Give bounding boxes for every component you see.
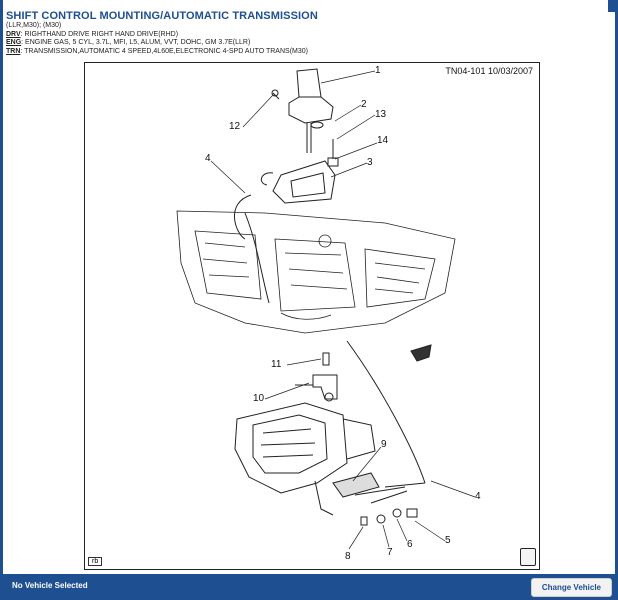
callout-1: 1 (375, 65, 381, 76)
spec-code: TRN (6, 47, 21, 55)
callout-5: 5 (445, 535, 451, 546)
shifter-base (234, 160, 336, 240)
callout-8: 8 (345, 551, 351, 562)
shift-cable-upper (244, 212, 270, 304)
spec-eng: ENG: ENGINE GAS, 5 CYL, 3.7L, MFI, L5, A… (6, 39, 612, 48)
callout-4-upper: 4 (205, 153, 211, 164)
spec-code: DRV (6, 30, 21, 38)
callout-14: 14 (377, 135, 389, 146)
transmission-case (234, 402, 376, 516)
small-fasteners (271, 89, 339, 167)
footer-bar: No Vehicle Selected Change Vehicle (0, 574, 618, 600)
front-arrow-icon (410, 344, 432, 362)
left-frame-edge (0, 0, 3, 600)
callout-2: 2 (361, 99, 367, 110)
callout-6: 6 (407, 539, 413, 550)
spec-text: : RIGHTHAND DRIVE RIGHT HAND DRIVE(RHD) (20, 30, 179, 38)
change-vehicle-button[interactable]: Change Vehicle (530, 578, 612, 597)
rb-badge: rb (88, 557, 103, 566)
option-codes: (LLR,M30); (M30) (6, 22, 62, 29)
callout-7: 7 (387, 547, 393, 558)
spec-trn: TRN: TRANSMISSION,AUTOMATIC 4 SPEED,4L60… (6, 48, 612, 57)
callout-13: 13 (375, 109, 387, 120)
spec-text: : ENGINE GAS, 5 CYL, 3.7L, MFI, L5, ALUM… (21, 39, 251, 47)
spec-code: ENG (6, 39, 22, 47)
spec-drv: DRV: RIGHTHAND DRIVE RIGHT HAND DRIVE(RH… (6, 31, 612, 40)
shift-cable-lower (346, 340, 426, 484)
diagram-reference: TN04-101 10/03/2007 (445, 66, 533, 76)
exploded-diagram: TN04-101 10/03/2007 (84, 62, 540, 570)
callout-11: 11 (271, 359, 282, 370)
callout-4-lower: 4 (475, 491, 481, 502)
document-icon[interactable] (520, 548, 536, 566)
spec-text: : TRANSMISSION,AUTOMATIC 4 SPEED,4L60E,E… (20, 47, 308, 55)
document-header: SHIFT CONTROL MOUNTING/AUTOMATIC TRANSMI… (6, 10, 612, 56)
right-frame-edge (615, 0, 618, 600)
callout-3: 3 (367, 157, 373, 168)
callout-10: 10 (253, 393, 265, 404)
shift-lever-linkage (332, 472, 426, 526)
shift-knob (288, 68, 334, 153)
callout-9: 9 (381, 439, 387, 450)
floor-pan (176, 210, 456, 334)
diagram-drawing (176, 68, 476, 550)
vehicle-status: No Vehicle Selected (12, 581, 88, 590)
top-corner-strip (608, 0, 618, 12)
page-title: SHIFT CONTROL MOUNTING/AUTOMATIC TRANSMI… (6, 10, 318, 22)
callout-leaders (210, 70, 476, 550)
callout-12: 12 (229, 121, 241, 132)
